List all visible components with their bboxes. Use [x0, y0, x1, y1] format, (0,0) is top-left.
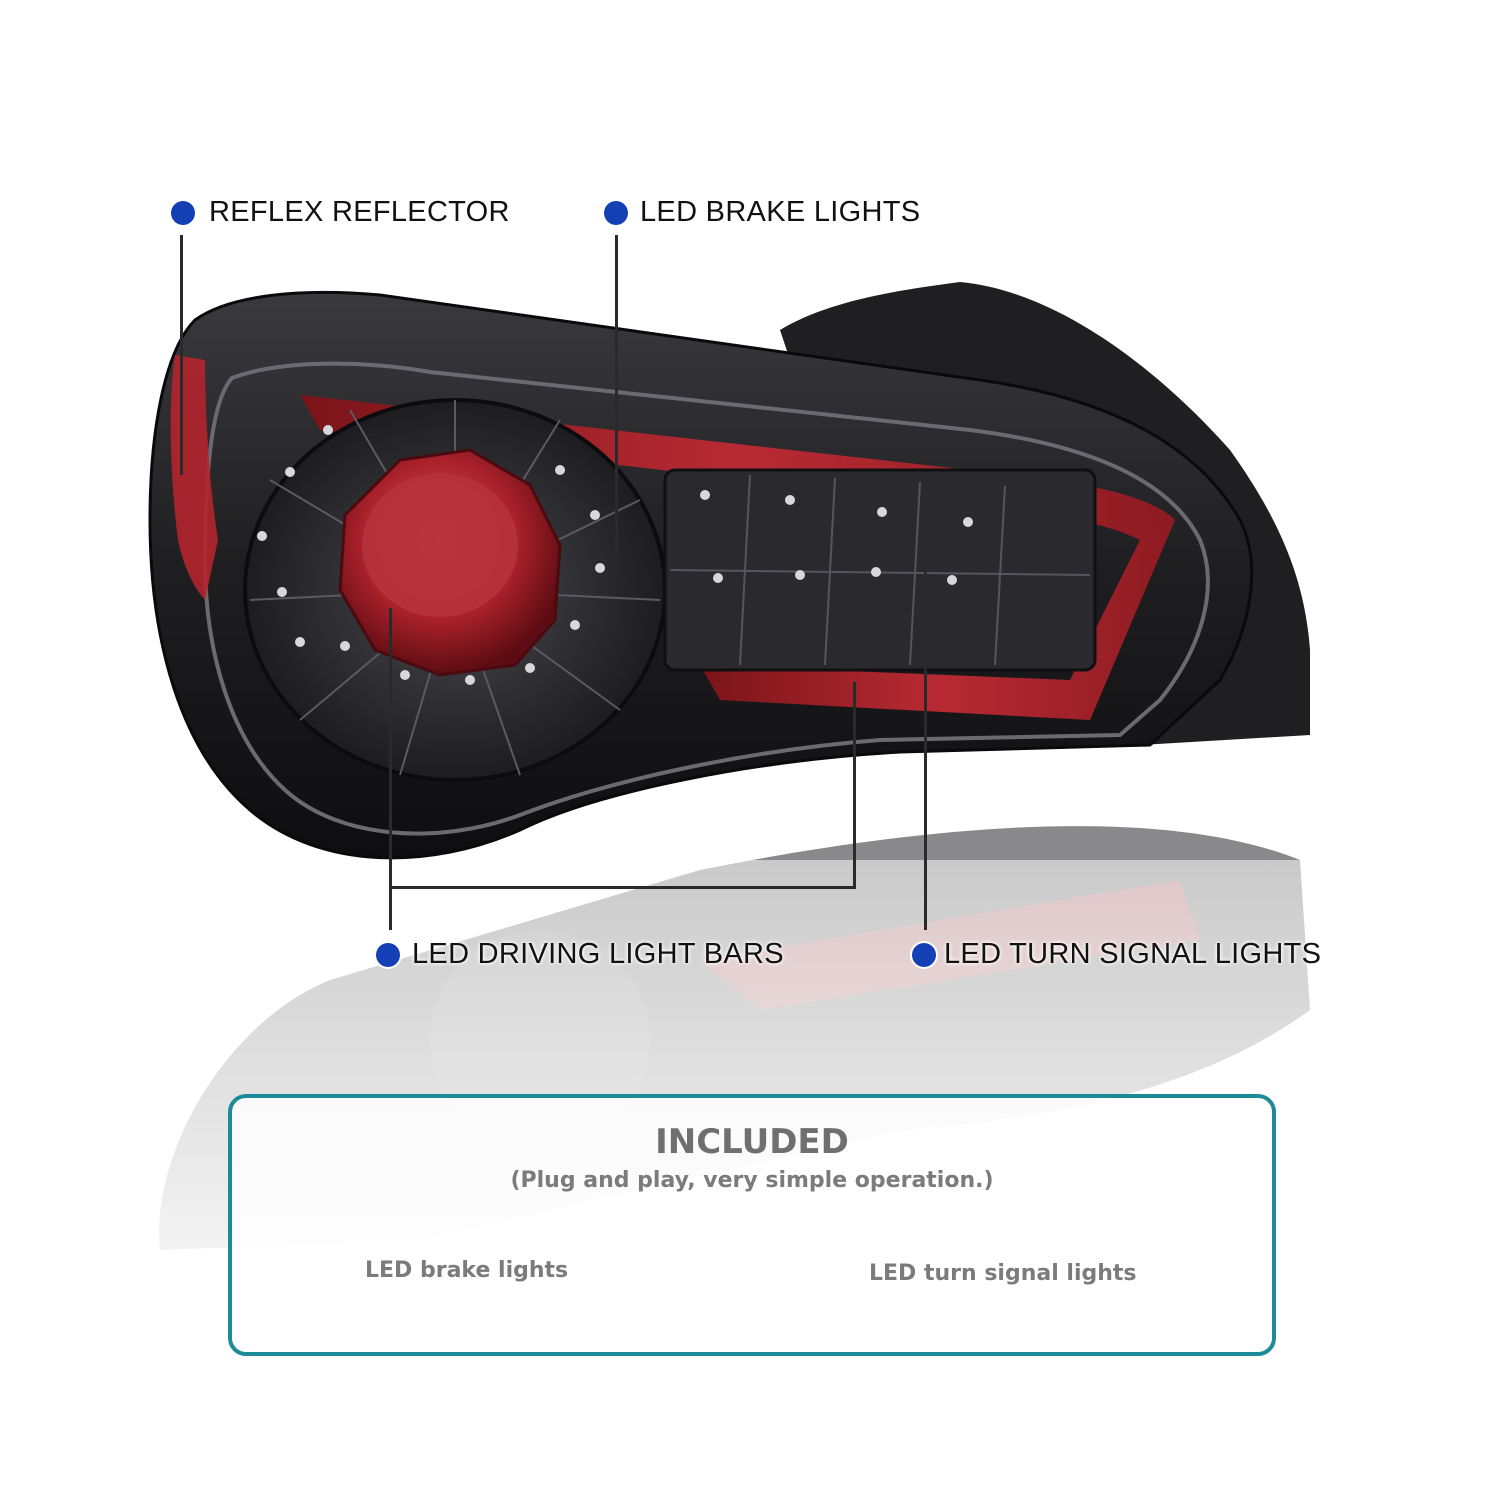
callout-label: REFLEX REFLECTOR — [209, 196, 510, 228]
callout-bullet-icon — [376, 942, 400, 967]
included-item-brake-lights: LED brake lights — [365, 1258, 569, 1283]
callout-label: LED DRIVING LIGHT BARS — [412, 938, 784, 970]
included-title: INCLUDED — [655, 1122, 849, 1162]
callout-bullet-icon — [604, 200, 628, 225]
circular-led-dots — [257, 425, 605, 685]
turn-signal-led-dots — [700, 490, 973, 585]
callout-label: LED BRAKE LIGHTS — [640, 196, 921, 228]
callout-led-driving-light-bars: LED DRIVING LIGHT BARS — [376, 938, 784, 971]
callout-reflex-reflector: REFLEX REFLECTOR — [171, 196, 510, 229]
included-item-turn-signal-lights: LED turn signal lights — [869, 1261, 1137, 1286]
included-subtitle: (Plug and play, very simple operation.) — [510, 1168, 994, 1193]
leader-turn-signal — [924, 553, 927, 930]
callout-led-turn-signal-lights: LED TURN SIGNAL LIGHTS — [912, 938, 1321, 971]
leader-driving-bars-join — [389, 886, 856, 889]
leader-brake-lights — [615, 235, 618, 555]
callout-bullet-icon — [171, 200, 195, 225]
leader-reflex-reflector — [180, 235, 183, 475]
leader-driving-bars-left — [389, 608, 392, 930]
callout-label: LED TURN SIGNAL LIGHTS — [944, 938, 1322, 970]
callout-bullet-icon — [912, 942, 936, 967]
lens-rim — [202, 361, 1210, 836]
included-box: INCLUDED (Plug and play, very simple ope… — [228, 1094, 1276, 1356]
center-reflector — [362, 473, 518, 617]
callout-led-brake-lights: LED BRAKE LIGHTS — [604, 196, 920, 229]
leader-driving-bars-right — [853, 682, 856, 888]
